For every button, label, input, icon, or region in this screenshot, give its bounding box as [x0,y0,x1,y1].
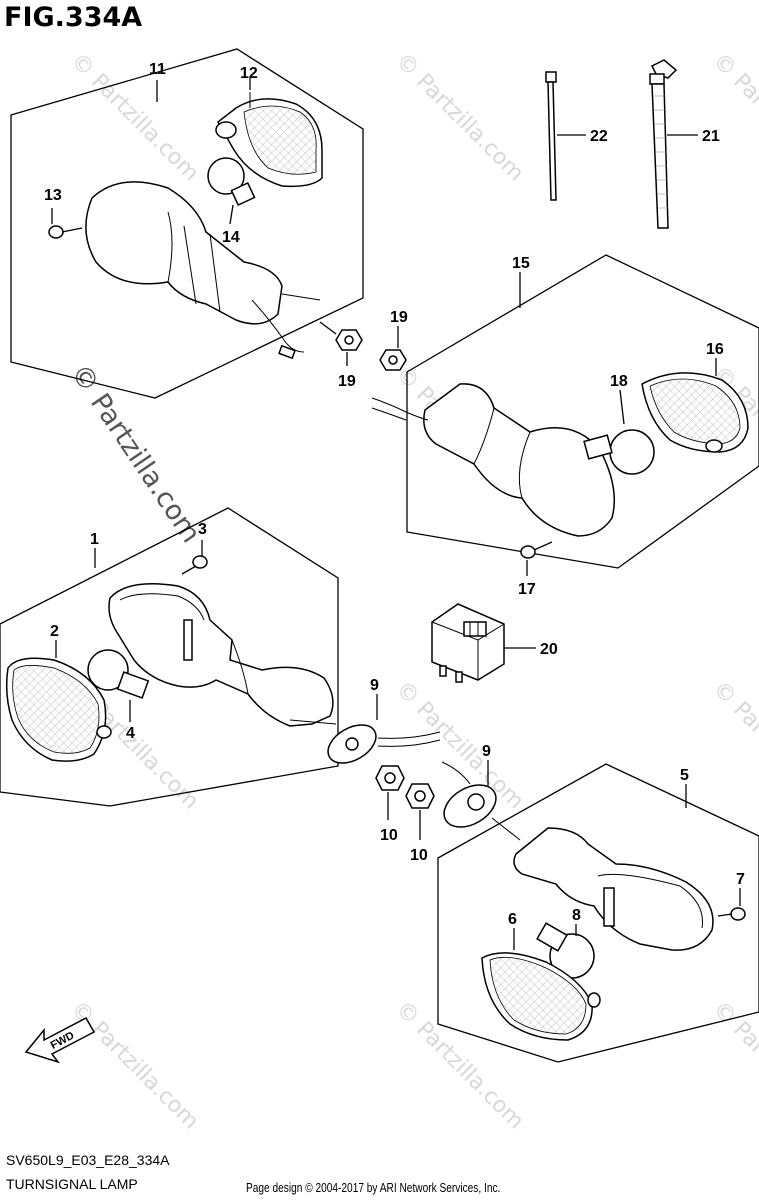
callout-8: 8 [572,907,581,924]
watermark-text: © Partzilla.com [391,49,529,187]
callout-2: 2 [50,623,59,640]
nut-10-a [375,765,405,820]
cable-tie-22 [545,71,586,201]
relay-20 [431,603,536,683]
callout-1: 1 [90,531,99,548]
assembly-15-box [406,254,759,569]
fwd-arrow: FWD [24,1017,96,1064]
nut-19-b [379,326,407,371]
callout-17: 17 [518,581,536,598]
callout-19-top: 19 [390,309,408,326]
callout-16: 16 [706,341,724,358]
nut-10-b [405,783,435,840]
callout-19-left: 19 [338,373,356,390]
callout-9-b: 9 [482,743,491,760]
assembly-1-box [0,507,339,807]
cable-tie-21 [649,59,698,229]
callout-5: 5 [680,767,689,784]
callout-11: 11 [149,61,166,78]
watermark-text: © Partzilla.com [708,677,759,815]
watermark-text: © Partzilla.com [708,49,759,187]
nut-19-a [319,321,363,366]
watermark-text: © Partzilla.com [708,997,759,1135]
assembly-11-parts [48,78,323,360]
callout-22: 22 [590,128,608,145]
assembly-15-parts [371,358,749,576]
callout-20: 20 [540,641,558,658]
callout-18: 18 [610,373,628,390]
assembly-1-parts [5,540,337,762]
assembly-11-box [10,48,364,399]
callout-3: 3 [198,521,207,538]
callout-7: 7 [736,871,745,888]
callout-12: 12 [240,65,258,82]
gasket-9-a [327,694,441,764]
watermark-text-dark: © Partzilla.com [64,359,206,549]
figure-code: SV650L9_E03_E28_334A [6,1152,170,1168]
callout-6: 6 [508,911,517,928]
callout-10-b: 10 [410,847,428,864]
figure-name: TURNSIGNAL LAMP [6,1176,138,1192]
gasket-9-b [441,760,497,828]
assembly-5-parts [481,817,746,1041]
page-credit: Page design © 2004-2017 by ARI Network S… [246,1180,501,1195]
callouts: 11 12 13 14 22 21 15 19 19 16 18 17 1 3 … [44,61,745,928]
watermark-text: © Partzilla.com [66,49,204,187]
figure-title: FIG.334A [4,2,143,33]
callout-4: 4 [126,725,135,742]
callout-14: 14 [222,229,240,246]
callout-21: 21 [702,128,720,145]
callout-9-a: 9 [370,677,379,694]
callout-13: 13 [44,187,62,204]
callout-10-a: 10 [380,827,398,844]
assembly-5-box [437,763,759,1063]
callout-15: 15 [512,255,530,272]
